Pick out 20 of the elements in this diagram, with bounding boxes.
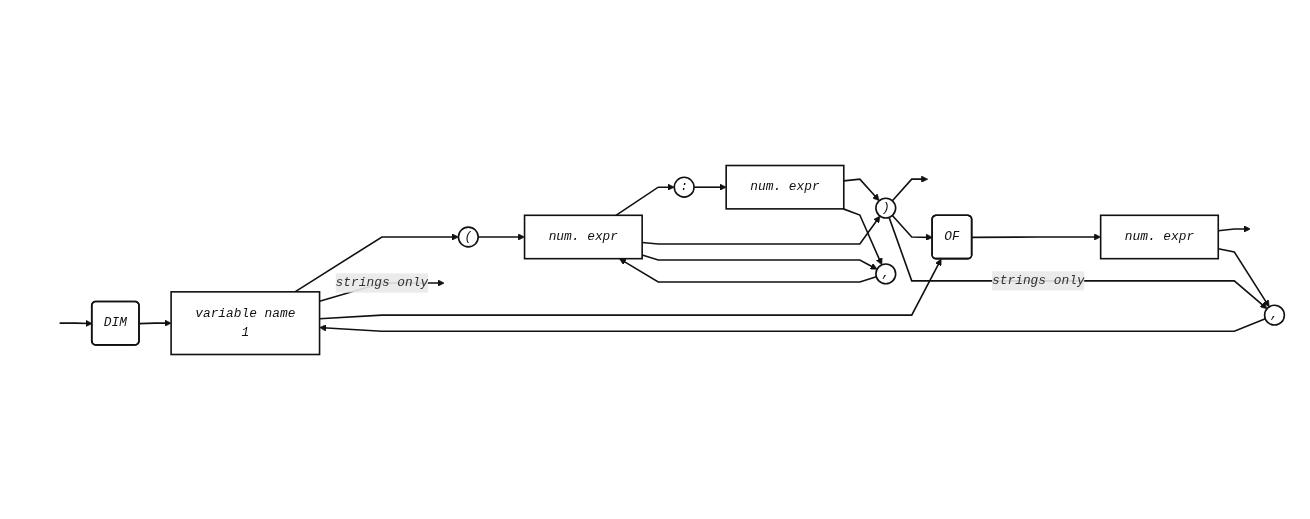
- arrow: [319, 317, 1267, 332]
- arrow: [615, 183, 675, 216]
- node-circle: ,: [1263, 303, 1286, 326]
- node-circle: :: [673, 176, 695, 198]
- arrow: [891, 214, 933, 241]
- arrow: [842, 207, 883, 265]
- arrow: [888, 216, 1268, 309]
- arrow: [891, 175, 929, 202]
- arrow: [971, 232, 1101, 240]
- node-box: num. expr: [523, 214, 643, 259]
- node-circle: ): [875, 196, 897, 219]
- node-circle: (: [457, 225, 479, 248]
- node-circle: ,: [875, 262, 897, 285]
- node-box: variable name 1: [170, 290, 321, 355]
- arrow: [294, 232, 459, 293]
- edge-label: strings only: [992, 273, 1085, 288]
- arrow: [138, 319, 172, 327]
- node-box: num. expr: [1099, 214, 1220, 259]
- node-box: num. expr: [725, 164, 845, 210]
- edge-label: strings only: [335, 275, 429, 290]
